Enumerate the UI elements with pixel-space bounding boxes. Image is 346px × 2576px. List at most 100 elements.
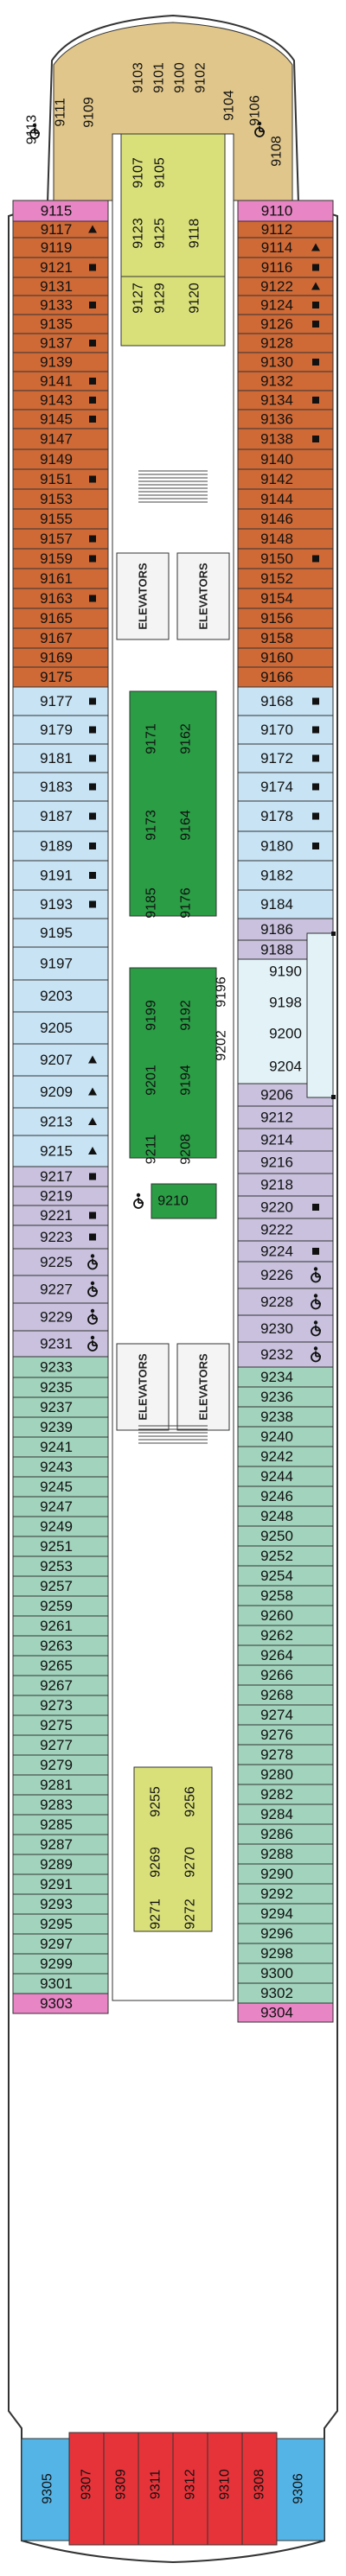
wheelchair-icon	[87, 1308, 98, 1325]
cabin-number: 9164	[179, 810, 194, 841]
cabin-number: 9304	[260, 2005, 293, 2021]
cabin-number: 9190	[269, 964, 302, 980]
cabin-number: 9234	[260, 1369, 293, 1385]
cabin-9230	[237, 1314, 334, 1343]
cabin-number: 9151	[40, 471, 73, 487]
elevators-label: ELEVATORS	[197, 563, 210, 630]
square-marker-icon	[312, 264, 319, 271]
cabin-number: 9118	[188, 219, 202, 249]
cabin-number: 9277	[40, 1737, 73, 1753]
wheelchair-icon	[87, 1335, 98, 1352]
square-marker-icon	[312, 436, 319, 442]
cabin-number: 9123	[131, 218, 146, 249]
cabin-number: 9305	[41, 2473, 55, 2504]
cabin-number: 9104	[222, 90, 237, 121]
elevators-label: ELEVATORS	[197, 1353, 210, 1421]
cabin-number: 9117	[41, 221, 73, 238]
cabin-number: 9283	[40, 1797, 73, 1813]
cabin-number: 9310	[218, 2469, 233, 2500]
stern-cabin-9309	[103, 2432, 139, 2546]
cabin-number: 9258	[260, 1587, 293, 1604]
square-marker-icon	[312, 1248, 319, 1255]
cabin-number: 9240	[260, 1428, 293, 1445]
cabin-number: 9195	[40, 925, 73, 941]
cabin-number: 9227	[40, 1282, 73, 1298]
cabin-number: 9239	[40, 1419, 73, 1435]
cabin-number: 9205	[40, 1020, 73, 1036]
cabin-number: 9204	[269, 1059, 302, 1075]
cabin-number: 9256	[183, 1786, 198, 1817]
cabin-number: 9135	[40, 316, 73, 333]
cabin-number: 9214	[260, 1132, 293, 1148]
cabin-number: 9246	[260, 1488, 293, 1504]
cabin-number: 9176	[179, 887, 194, 919]
cabin-number: 9255	[149, 1786, 163, 1817]
square-marker-icon	[312, 397, 319, 404]
suite-balcony	[306, 932, 334, 1098]
cabin-number: 9270	[183, 1847, 198, 1878]
cabin-number: 9153	[40, 491, 73, 507]
cabin-number: 9119	[41, 239, 73, 256]
elevators-forward-right	[176, 552, 230, 640]
cabin-number: 9140	[260, 451, 293, 467]
triangle-marker-icon	[88, 1087, 97, 1096]
cabin-number: 9198	[269, 995, 302, 1011]
wheelchair-icon	[254, 121, 265, 137]
cabin-number: 9187	[40, 808, 73, 824]
cabin-number: 9262	[260, 1627, 293, 1644]
square-marker-icon	[89, 1212, 96, 1219]
square-marker-icon	[312, 697, 319, 705]
elevators-forward-left	[116, 552, 170, 640]
cabin-number: 9129	[153, 283, 168, 314]
cabin-number: 9242	[260, 1448, 293, 1465]
cabin-number: 9121	[40, 259, 73, 276]
square-marker-icon	[312, 359, 319, 366]
cabin-number: 9279	[40, 1757, 73, 1773]
cabin-number: 9254	[260, 1568, 293, 1584]
cabin-9205	[12, 1011, 109, 1045]
cabin-number: 9166	[260, 669, 293, 685]
stern-cabin-9306	[276, 2438, 325, 2541]
cabin-number: 9306	[292, 2473, 306, 2504]
cabin-number: 9308	[253, 2469, 267, 2500]
square-marker-icon	[89, 302, 96, 308]
cabin-number: 9208	[179, 1134, 194, 1165]
cabin-number: 9269	[149, 1847, 163, 1878]
cabin-number: 9245	[40, 1479, 73, 1495]
cabin-number: 9235	[40, 1379, 73, 1396]
cabin-9218	[237, 1173, 334, 1197]
cabin-number: 9132	[260, 373, 293, 390]
cabin-number: 9194	[179, 1065, 194, 1096]
cabin-number: 9311	[149, 2470, 163, 2500]
cabin-number: 9125	[153, 218, 168, 249]
square-marker-icon	[312, 783, 319, 791]
square-marker-icon	[89, 783, 96, 791]
cabin-number: 9122	[260, 278, 293, 295]
elevators-aft-left	[116, 1343, 170, 1431]
cabin-number: 9126	[260, 316, 293, 333]
cabin-number: 9174	[260, 779, 293, 795]
cabin-number: 9291	[40, 1876, 73, 1892]
cabin-9232	[237, 1341, 334, 1368]
cabin-number: 9274	[260, 1707, 293, 1723]
cabin-number: 9285	[40, 1816, 73, 1833]
cabin-number: 9294	[260, 1905, 293, 1922]
cabin-number: 9100	[173, 62, 188, 93]
cabin-number: 9103	[131, 62, 146, 93]
cabin-number: 9289	[40, 1856, 73, 1873]
cabin-number: 9296	[260, 1925, 293, 1942]
square-marker-icon	[89, 595, 96, 602]
cabin-number: 9224	[260, 1243, 293, 1260]
cabin-number: 9213	[40, 1114, 73, 1130]
cabin-number: 9134	[260, 392, 293, 409]
cabin-number: 9278	[260, 1746, 293, 1763]
cabin-number: 9116	[261, 259, 293, 276]
triangle-marker-icon	[311, 282, 320, 290]
cabin-number: 9102	[194, 62, 208, 93]
cabin-number: 9260	[260, 1607, 293, 1624]
cabin-number: 9267	[40, 1677, 73, 1694]
cabin-number: 9107	[131, 157, 146, 188]
square-marker-icon	[89, 697, 96, 705]
cabin-number: 9200	[269, 1026, 302, 1042]
square-marker-icon	[312, 1204, 319, 1211]
